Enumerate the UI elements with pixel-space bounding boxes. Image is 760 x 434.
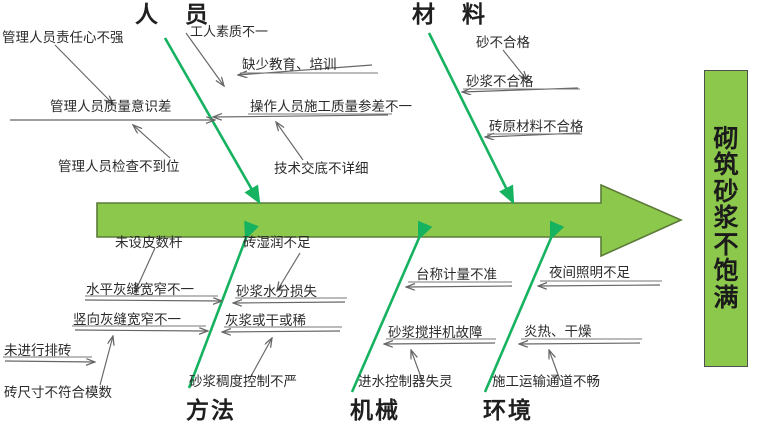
method-underlines xyxy=(3,295,218,358)
effect-char-1: 筑 xyxy=(713,151,739,180)
cause-method-3: 竖向灰缝宽窄不一 xyxy=(73,312,181,327)
cause-personnel-1: 工人素质不一 xyxy=(190,24,269,39)
cause-personnel-6: 管理人员检查不到位 xyxy=(58,159,180,174)
cause-method-1: 未设皮数杆 xyxy=(115,235,183,250)
machinery-underlines xyxy=(386,281,512,340)
effect-char-2: 砂 xyxy=(713,177,739,206)
effect-char-6: 满 xyxy=(713,283,739,312)
cause-method-right-2: 砂浆水分损失 xyxy=(236,284,317,299)
cause-environment-3: 施工运输通道不畅 xyxy=(492,374,600,389)
method-arrows xyxy=(4,247,222,386)
bone-method xyxy=(187,220,259,389)
cause-method-right-1: 砖湿润不足 xyxy=(243,235,311,250)
category-label-environment: 环境 xyxy=(483,397,533,423)
method-right-arrows xyxy=(222,252,346,379)
category-label-machinery: 机械 xyxy=(350,397,400,423)
bone-environment xyxy=(483,220,565,393)
machinery-arrows xyxy=(384,286,513,381)
effect-char-5: 饱 xyxy=(713,257,739,286)
cause-machinery-2: 砂浆搅拌机故障 xyxy=(388,325,483,340)
cause-method-2: 水平灰缝宽窄不一 xyxy=(86,282,194,297)
cause-personnel-2: 缺少教育、培训 xyxy=(242,57,337,72)
cause-method-4: 未进行排砖 xyxy=(4,343,72,358)
category-label-material: 材 料 xyxy=(412,1,487,27)
effect-char-4: 不 xyxy=(713,230,739,259)
cause-environment-2: 炎热、干燥 xyxy=(524,324,592,339)
personnel-arrows xyxy=(10,32,389,161)
cause-personnel-5: 操作人员施工质量参差不一 xyxy=(250,99,412,114)
effect-box: 砌 筑 砂 浆 不 饱 满 xyxy=(704,70,748,367)
cause-environment-1: 夜间照明不足 xyxy=(549,265,630,280)
bone-material xyxy=(427,32,515,205)
environment-underlines xyxy=(521,280,662,340)
environment-arrows xyxy=(519,285,661,381)
personnel-underlines xyxy=(240,72,392,115)
cause-personnel-3: 管理人员责任心不强 xyxy=(2,30,124,45)
cause-material-2: 砂浆不合格 xyxy=(466,74,534,89)
bone-machinery xyxy=(350,220,433,393)
cause-material-1: 砂不合格 xyxy=(476,35,530,50)
spine-arrow xyxy=(96,183,683,258)
category-label-method: 方法 xyxy=(186,397,236,423)
effect-char-0: 砌 xyxy=(713,124,739,153)
cause-method-right-4: 砂浆稠度控制不严 xyxy=(189,374,297,389)
material-underlines xyxy=(463,88,582,135)
cause-personnel-4: 管理人员质量意识差 xyxy=(50,99,172,114)
method-right-underlines xyxy=(224,297,347,328)
effect-char-3: 浆 xyxy=(713,204,739,233)
cause-personnel-7: 技术交底不详细 xyxy=(274,161,369,176)
category-label-personnel: 人 员 xyxy=(135,1,210,27)
cause-method-right-3: 灰浆或干或稀 xyxy=(225,313,306,328)
cause-machinery-1: 台称计量不准 xyxy=(416,267,497,282)
cause-method-5: 砖尺寸不符合模数 xyxy=(4,385,112,400)
cause-material-3: 砖原材料不合格 xyxy=(489,119,584,134)
cause-machinery-3: 进水控制器失灵 xyxy=(358,374,453,389)
